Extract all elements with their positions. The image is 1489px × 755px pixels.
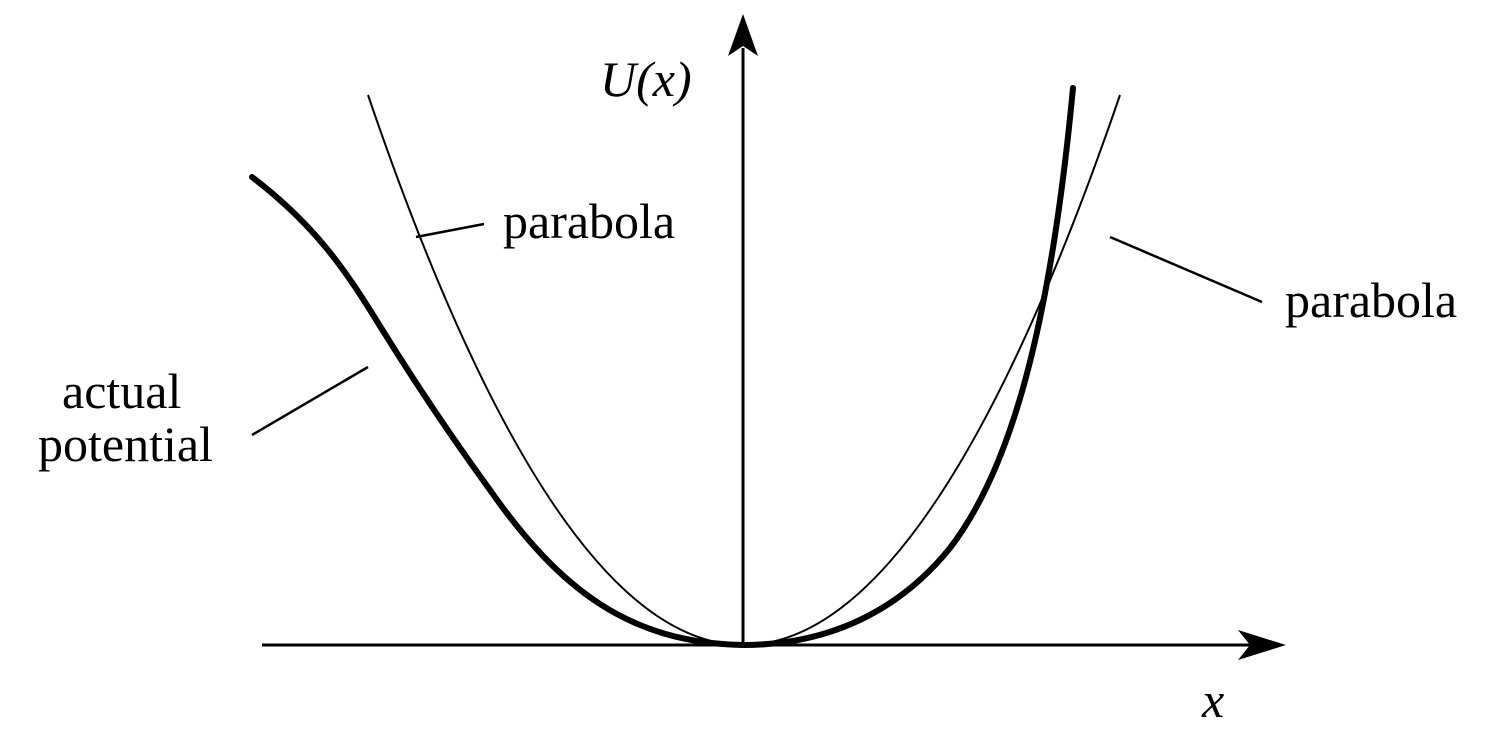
x-axis-arrowhead — [1238, 630, 1286, 660]
actual-potential-curve — [249, 85, 1076, 649]
pointer-parabola-left — [415, 222, 485, 239]
parabola-label-left: parabola — [503, 193, 675, 249]
pointer-parabola-right — [1109, 235, 1263, 304]
x-axis-label: x — [1201, 672, 1224, 728]
pointer-actual-potential — [251, 365, 369, 437]
parabola-label-right: parabola — [1285, 272, 1457, 328]
actual-potential-label-line1: actual — [62, 363, 181, 419]
y-axis-label: U(x) — [600, 51, 692, 107]
actual-potential-label-line2: potential — [38, 416, 213, 472]
y-axis-arrowhead — [728, 14, 758, 56]
